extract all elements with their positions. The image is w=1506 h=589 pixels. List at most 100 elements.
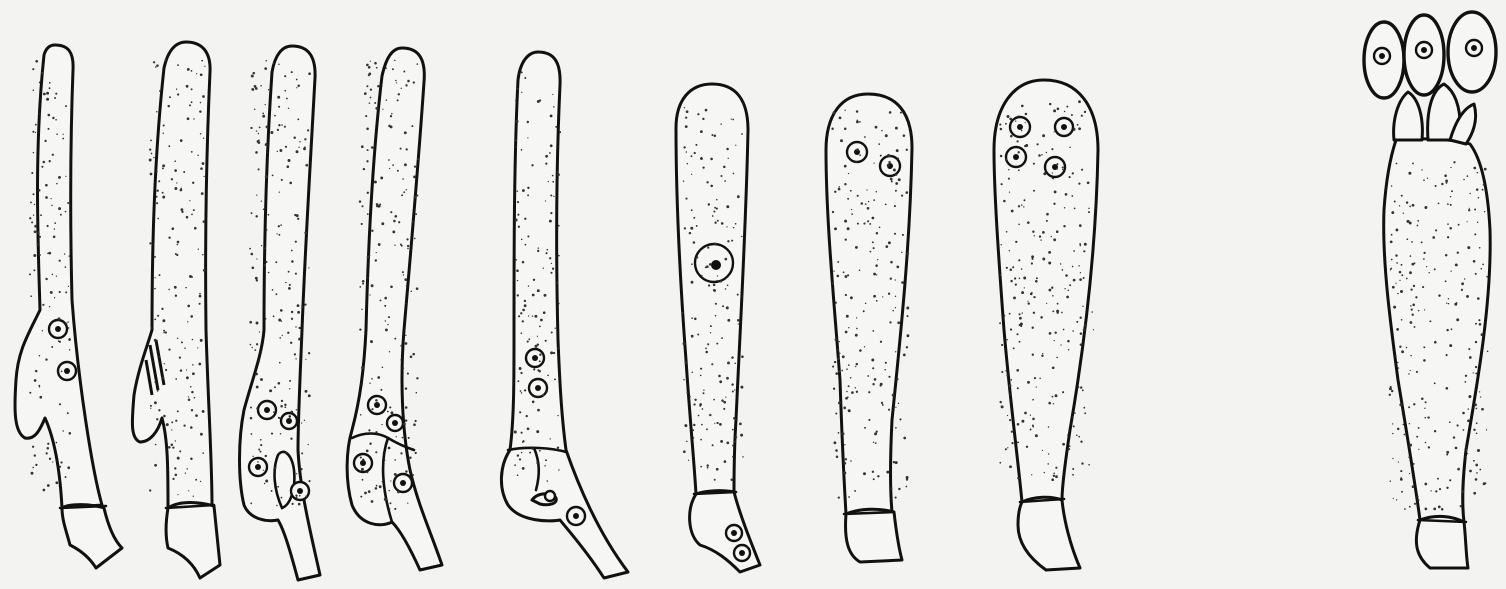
stipple-dot xyxy=(889,111,892,114)
stipple-dot xyxy=(1068,290,1070,292)
stipple-dot xyxy=(1072,474,1074,476)
stipple-dot xyxy=(895,127,898,130)
stipple-dot xyxy=(405,335,406,336)
stipple-dot xyxy=(1438,506,1441,509)
stipple-dot xyxy=(719,423,722,426)
stipple-dot xyxy=(705,351,708,354)
stipple-dot xyxy=(734,441,736,443)
stipple-dot xyxy=(890,278,892,280)
stipple-dot xyxy=(1474,233,1476,235)
stipple-dot xyxy=(732,391,734,393)
stipple-dot xyxy=(405,303,406,304)
stipple-dot xyxy=(545,340,547,342)
stipple-dot xyxy=(380,389,382,391)
stipple-dot xyxy=(1080,245,1081,246)
stipple-dot xyxy=(1069,284,1071,286)
stipple-dot xyxy=(299,141,301,143)
stipple-dot xyxy=(254,109,256,111)
stipple-dot xyxy=(552,94,553,95)
stipple-dot xyxy=(716,199,718,201)
stipple-dot xyxy=(839,341,840,342)
stipple-dot xyxy=(836,455,839,458)
stipple-dot xyxy=(1005,448,1007,450)
stipple-dot xyxy=(298,147,299,148)
stipple-dot xyxy=(1467,453,1468,454)
stipple-dot xyxy=(1057,312,1059,314)
stipple-dot xyxy=(1018,205,1020,207)
stipple-dot xyxy=(726,377,729,380)
stipple-dot xyxy=(521,92,522,93)
stipple-dot xyxy=(44,140,46,142)
stipple-dot xyxy=(201,60,203,62)
stipple-dot xyxy=(157,190,159,192)
stipple-dot xyxy=(52,274,54,276)
stipple-dot xyxy=(889,321,891,323)
stipple-dot xyxy=(277,151,278,152)
stipple-dot xyxy=(1015,121,1016,122)
stipple-dot xyxy=(149,489,151,491)
stipple-dot xyxy=(48,252,51,255)
stipple-dot xyxy=(1052,310,1054,312)
stipple-dot xyxy=(175,440,176,441)
stipple-dot xyxy=(854,490,856,492)
stipple-dot xyxy=(388,316,390,318)
stipple-dot xyxy=(835,302,837,304)
stipple-dot xyxy=(875,264,878,267)
stipple-dot xyxy=(251,75,254,78)
stipple-dot xyxy=(45,358,47,360)
stipple-dot xyxy=(249,321,252,324)
stipple-dot xyxy=(706,265,709,268)
stipple-dot xyxy=(844,220,847,223)
stipple-dot xyxy=(162,196,165,199)
stipple-dot xyxy=(1025,144,1028,147)
stipple-dot xyxy=(557,415,558,416)
stipple-dot xyxy=(693,403,695,405)
stipple-dot xyxy=(1411,241,1413,243)
stipple-dot xyxy=(289,182,292,185)
stipple-dot xyxy=(1052,178,1053,179)
stipple-dot xyxy=(280,309,283,312)
stipple-dot xyxy=(405,406,408,409)
stipple-dot xyxy=(204,66,205,67)
stipple-dot xyxy=(269,389,272,392)
stipple-dot xyxy=(412,221,414,223)
stipple-dot xyxy=(521,149,523,151)
stipple-dot xyxy=(384,297,387,300)
stipple-dot xyxy=(1445,387,1448,390)
stipple-dot xyxy=(252,347,253,348)
stipple-dot xyxy=(202,410,205,413)
stipple-dot xyxy=(292,503,294,505)
stipple-dot xyxy=(294,214,296,216)
stipple-dot xyxy=(1033,190,1035,192)
stipple-dot xyxy=(1043,172,1046,175)
stipple-dot xyxy=(69,432,72,435)
stipple-dot xyxy=(1427,178,1428,179)
stipple-dot xyxy=(1062,443,1065,446)
stipple-dot xyxy=(1001,183,1003,185)
stipple-dot xyxy=(163,415,166,418)
stipple-dot xyxy=(1021,420,1024,423)
stipple-dot xyxy=(856,121,859,124)
stipple-dot xyxy=(256,130,257,131)
stipple-dot xyxy=(1449,344,1452,347)
stipple-dot xyxy=(413,176,416,179)
stipple-dot xyxy=(545,155,548,158)
stipple-dot xyxy=(370,88,372,90)
stipple-dot xyxy=(684,361,686,363)
stipple-dot xyxy=(39,254,41,256)
stipple-dot xyxy=(851,209,852,210)
stipple-dot xyxy=(185,287,187,289)
stipple-dot xyxy=(405,84,407,86)
stipple-dot xyxy=(1422,286,1424,288)
stipple-dot xyxy=(1458,224,1460,226)
stipple-dot xyxy=(305,496,307,498)
stipple-dot xyxy=(1044,472,1045,473)
stipple-dot xyxy=(1460,505,1462,507)
stipple-dot xyxy=(1475,366,1477,368)
stipple-dot xyxy=(181,341,183,343)
stipple-dot xyxy=(1053,238,1056,241)
stipple-dot xyxy=(361,145,364,148)
stipple-dot xyxy=(711,134,713,136)
stipple-dot xyxy=(387,324,388,325)
stipple-dot xyxy=(158,180,160,182)
